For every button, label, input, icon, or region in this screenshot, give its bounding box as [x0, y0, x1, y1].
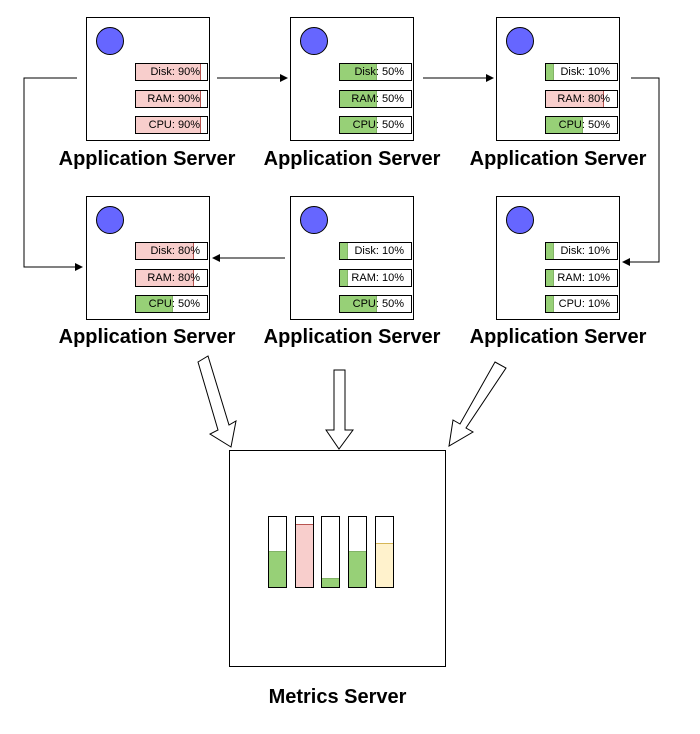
connector-arrow: [622, 77, 660, 266]
disk-meter-fill: [340, 64, 377, 80]
metric-level-fill: [376, 542, 393, 587]
disk-meter-label: Disk: 50%: [354, 66, 404, 78]
cpu-meter-fill: [136, 117, 201, 133]
metric-level-fill: [322, 577, 339, 587]
metric-level-fill: [349, 551, 366, 587]
disk-meter: Disk: 10%: [339, 242, 412, 260]
ram-meter-label: RAM: 80%: [557, 93, 610, 105]
cpu-meter-label: CPU: 90%: [148, 119, 200, 131]
metric-level-bar: [295, 516, 314, 588]
disk-meter-fill: [340, 243, 349, 259]
disk-meter-fill: [546, 64, 555, 80]
status-indicator: [300, 27, 328, 55]
cpu-meter: CPU: 50%: [135, 295, 208, 313]
ram-meter-fill: [546, 91, 604, 107]
metric-level-fill: [269, 551, 286, 587]
disk-meter: Disk: 90%: [135, 63, 208, 81]
ram-meter-label: RAM: 50%: [351, 93, 404, 105]
data-flow-arrow: [448, 361, 507, 447]
disk-meter-label: Disk: 80%: [150, 245, 200, 257]
ram-meter-label: RAM: 80%: [147, 272, 200, 284]
ram-meter-label: RAM: 10%: [557, 272, 610, 284]
cpu-meter: CPU: 50%: [339, 295, 412, 313]
cpu-meter: CPU: 50%: [339, 116, 412, 134]
application-server-4: Disk: 80% RAM: 80% CPU: 50%: [86, 196, 210, 320]
metrics-server-title: Metrics Server: [268, 686, 407, 708]
data-flow-arrow: [325, 369, 354, 450]
cpu-meter-label: CPU: 50%: [352, 119, 404, 131]
server-title: Application Server: [58, 326, 236, 348]
ram-meter-fill: [340, 270, 349, 286]
metric-level-bar: [321, 516, 340, 588]
server-title: Application Server: [469, 148, 647, 170]
ram-meter: RAM: 10%: [339, 269, 412, 287]
cpu-meter-label: CPU: 50%: [352, 298, 404, 310]
ram-meter-label: RAM: 10%: [351, 272, 404, 284]
application-server-2: Disk: 50% RAM: 50% CPU: 50%: [290, 17, 414, 141]
ram-meter: RAM: 90%: [135, 90, 208, 108]
server-title: Application Server: [263, 148, 441, 170]
disk-meter: Disk: 10%: [545, 242, 618, 260]
disk-meter-label: Disk: 10%: [560, 66, 610, 78]
metric-level-bar: [268, 516, 287, 588]
ram-meter-label: RAM: 90%: [147, 93, 200, 105]
disk-meter: Disk: 50%: [339, 63, 412, 81]
application-server-1: Disk: 90% RAM: 90% CPU: 90%: [86, 17, 210, 141]
ram-meter-fill: [136, 91, 201, 107]
cpu-meter-fill: [546, 296, 555, 312]
cpu-meter: CPU: 50%: [545, 116, 618, 134]
cpu-meter-label: CPU: 50%: [558, 119, 610, 131]
ram-meter: RAM: 80%: [545, 90, 618, 108]
application-server-3: Disk: 10% RAM: 80% CPU: 50%: [496, 17, 620, 141]
cpu-meter-fill: [546, 117, 583, 133]
metric-level-bar: [375, 516, 394, 588]
disk-meter-fill: [136, 243, 194, 259]
ram-meter-fill: [340, 91, 377, 107]
server-title: Application Server: [469, 326, 647, 348]
cpu-meter: CPU: 10%: [545, 295, 618, 313]
application-server-6: Disk: 10% RAM: 10% CPU: 10%: [496, 196, 620, 320]
ram-meter-fill: [136, 270, 194, 286]
ram-meter-fill: [546, 270, 555, 286]
connector-arrow: [23, 77, 83, 271]
cpu-meter-label: CPU: 10%: [558, 298, 610, 310]
status-indicator: [96, 206, 124, 234]
application-server-5: Disk: 10% RAM: 10% CPU: 50%: [290, 196, 414, 320]
cpu-meter-label: CPU: 50%: [148, 298, 200, 310]
metric-level-bar: [348, 516, 367, 588]
ram-meter: RAM: 10%: [545, 269, 618, 287]
disk-meter-label: Disk: 90%: [150, 66, 200, 78]
disk-meter-label: Disk: 10%: [354, 245, 404, 257]
server-title: Application Server: [58, 148, 236, 170]
status-indicator: [506, 27, 534, 55]
disk-meter-label: Disk: 10%: [560, 245, 610, 257]
status-indicator: [300, 206, 328, 234]
metrics-server: [229, 450, 446, 667]
data-flow-arrow: [197, 355, 237, 448]
cpu-meter-fill: [340, 117, 377, 133]
status-indicator: [506, 206, 534, 234]
disk-meter-fill: [136, 64, 201, 80]
metric-level-fill: [296, 524, 313, 587]
cpu-meter-fill: [136, 296, 173, 312]
disk-meter: Disk: 10%: [545, 63, 618, 81]
ram-meter: RAM: 50%: [339, 90, 412, 108]
cpu-meter: CPU: 90%: [135, 116, 208, 134]
cpu-meter-fill: [340, 296, 377, 312]
ram-meter: RAM: 80%: [135, 269, 208, 287]
server-title: Application Server: [263, 326, 441, 348]
disk-meter-fill: [546, 243, 555, 259]
disk-meter: Disk: 80%: [135, 242, 208, 260]
status-indicator: [96, 27, 124, 55]
